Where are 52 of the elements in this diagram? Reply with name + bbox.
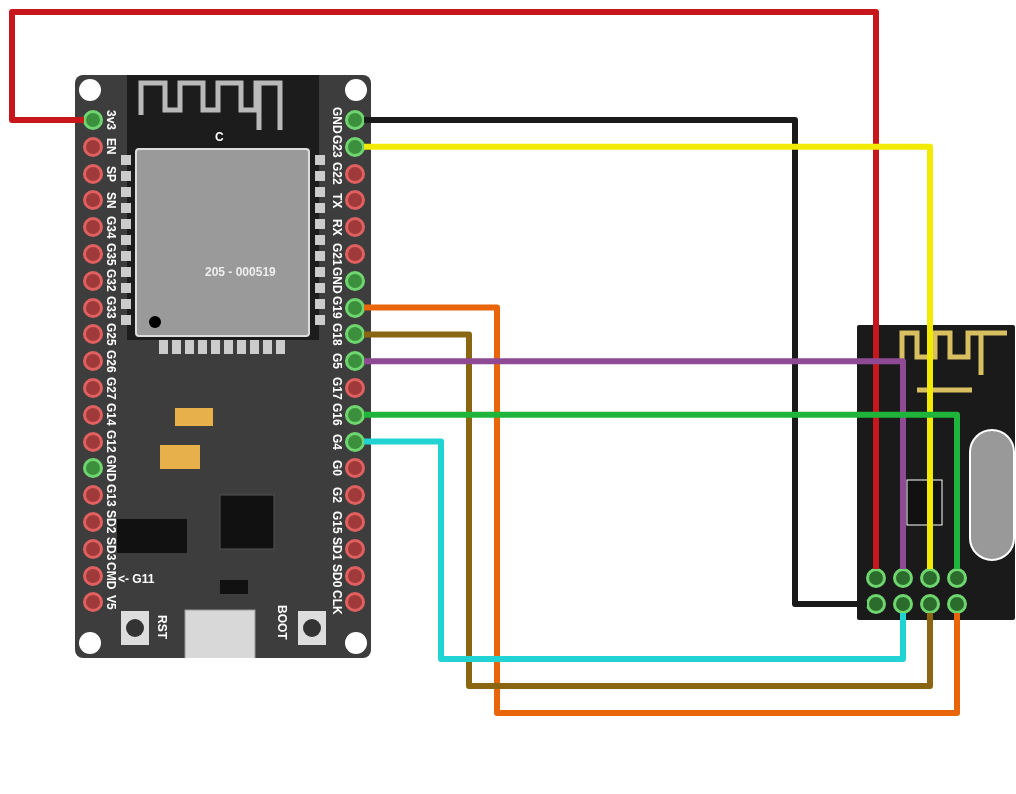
wire <box>364 117 867 607</box>
pin-label: SN <box>105 192 117 209</box>
pin-label: G5 <box>331 353 343 370</box>
pin-label: G35 <box>105 242 117 266</box>
pin-label: 3v3 <box>105 110 117 130</box>
pin-label: C <box>215 130 224 144</box>
pin-label: SD0 <box>331 563 343 588</box>
wire <box>364 304 960 716</box>
wire <box>364 143 933 569</box>
wire <box>364 331 933 689</box>
pin-label: G17 <box>331 376 343 400</box>
pin-label: SD1 <box>331 537 343 561</box>
pin-label: GND <box>105 455 117 482</box>
pin-label: SD2 <box>105 510 117 534</box>
certification-number: 205 - 000519 <box>205 265 276 279</box>
microcontroller-board <box>75 75 371 658</box>
wire <box>364 411 960 569</box>
pin-label: G2 <box>331 487 343 504</box>
pin-label: G13 <box>105 483 117 507</box>
wire <box>364 438 906 662</box>
pin-label: SD3 <box>105 537 117 561</box>
pin-label: GND <box>331 106 343 134</box>
wire <box>364 358 906 569</box>
pin-label: G32 <box>105 269 117 293</box>
button-label: BOOT <box>275 605 289 640</box>
pin-label: G21 <box>331 242 343 266</box>
pin-label: G0 <box>331 460 343 477</box>
pin-label: G25 <box>105 323 117 346</box>
pin-label: G4 <box>331 433 343 450</box>
pin-label: EN <box>105 138 117 156</box>
pin-label: TX <box>331 192 343 209</box>
pin-label: CMD <box>105 561 117 590</box>
pin-label: G34 <box>105 215 117 239</box>
pin-label: G14 <box>105 403 117 427</box>
pin-label: G18 <box>331 323 343 346</box>
pin-label: G27 <box>105 376 117 400</box>
pin-label: <- G11 <box>118 572 155 586</box>
pin-label: G15 <box>331 510 343 534</box>
pin-label: V5 <box>105 595 117 610</box>
pin-label: G16 <box>331 403 343 427</box>
button-label: RST <box>155 615 169 639</box>
pin-label: G26 <box>105 349 117 373</box>
pin-label: G33 <box>105 296 117 319</box>
pin-label: RX <box>331 218 343 236</box>
wire <box>9 9 879 569</box>
pin-label: GND <box>331 267 343 295</box>
pin-label: G23 <box>331 135 343 159</box>
pin-label: G22 <box>331 162 343 185</box>
pin-label: G19 <box>331 296 343 319</box>
pin-label: CLK <box>331 590 343 615</box>
pin-label: G12 <box>105 430 117 453</box>
pin-label: SP <box>105 165 117 182</box>
